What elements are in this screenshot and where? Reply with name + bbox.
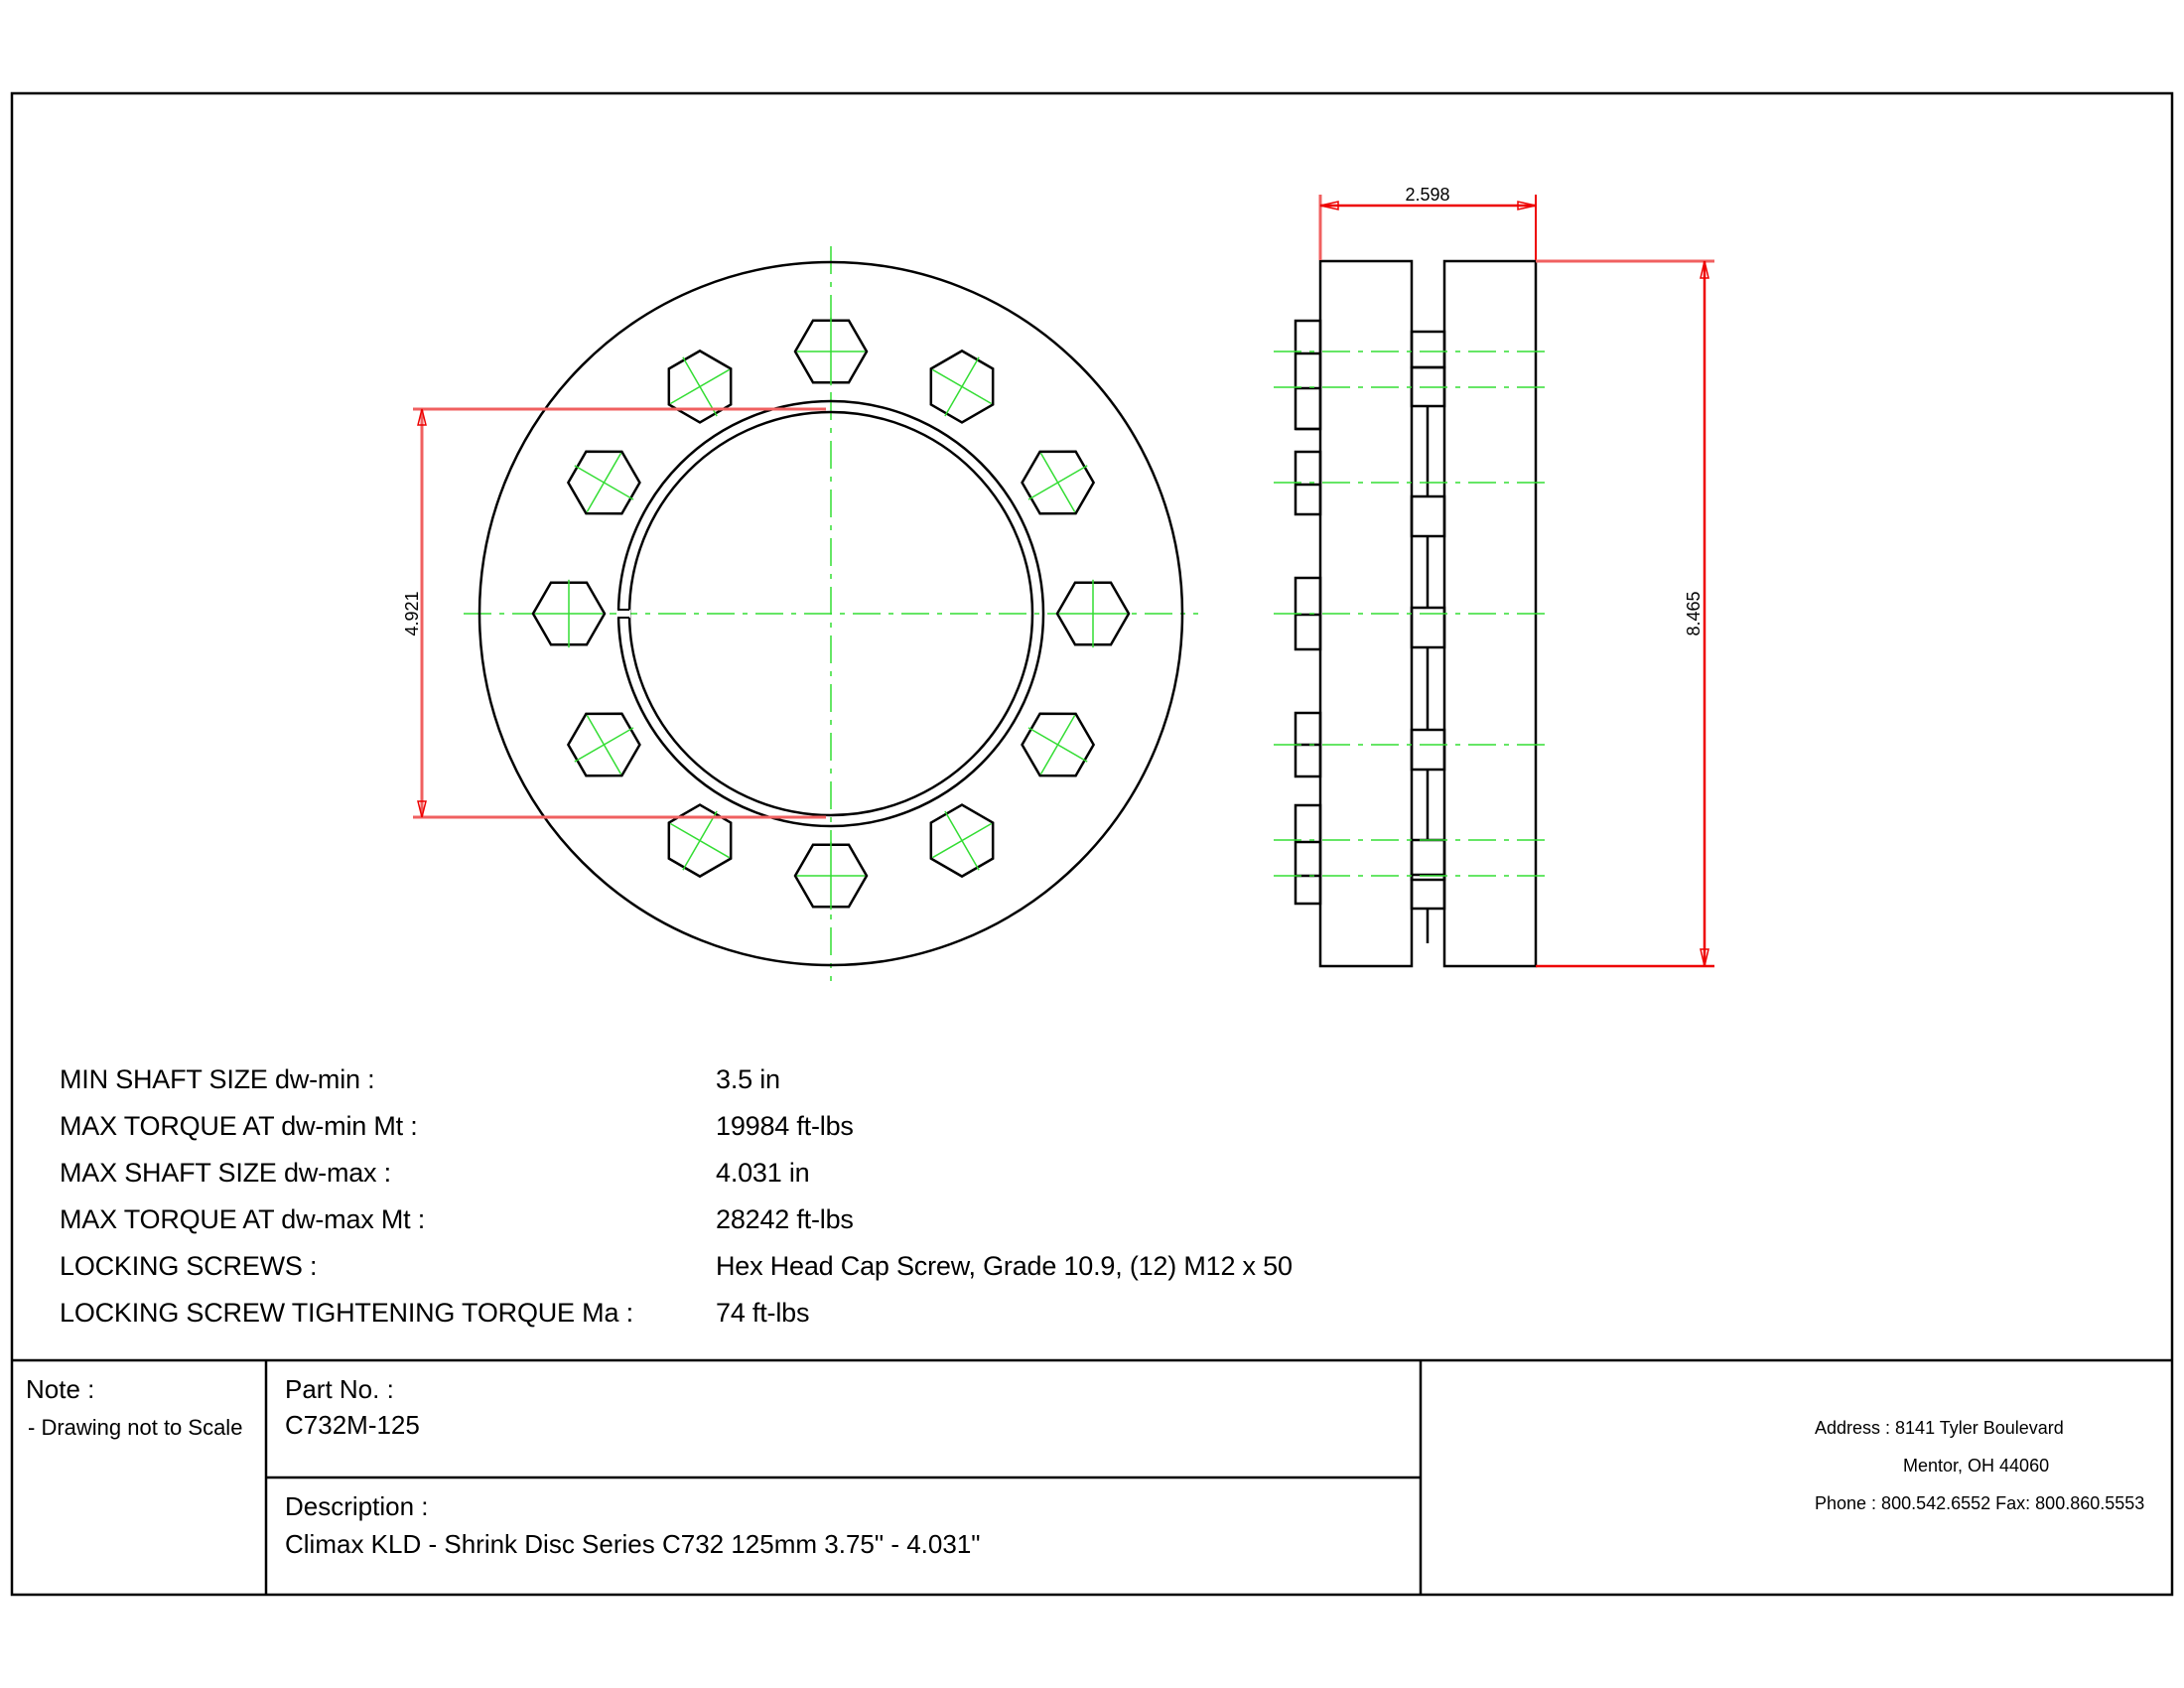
part-number-label: Part No. : [285,1374,394,1404]
spec-label: MAX TORQUE AT dw-min Mt : [60,1111,418,1141]
spec-value: Hex Head Cap Screw, Grade 10.9, (12) M12… [716,1251,1293,1281]
address-line-1: Address : 8141 Tyler Boulevard [1815,1418,2064,1438]
hub-block [1410,494,1446,538]
drawing-frame [10,91,2174,1597]
ring-slit [616,610,630,618]
side-view [1274,259,1551,968]
description-value: Climax KLD - Shrink Disc Series C732 125… [285,1529,981,1559]
hex-screw-head-icon [793,841,869,911]
spec-value: 4.031 in [716,1158,810,1188]
spec-value: 28242 ft-lbs [716,1204,854,1234]
hex-screw-head-icon [667,349,733,424]
spec-label: MAX TORQUE AT dw-max Mt : [60,1204,426,1234]
note-label: Note : [26,1374,95,1404]
hub-block [1410,330,1446,369]
outer-diameter-dimension [1536,259,1714,968]
part-number-value: C732M-125 [285,1410,420,1440]
spec-label: LOCKING SCREW TIGHTENING TORQUE Ma : [60,1298,633,1328]
bore-dimension-label: 4.921 [402,591,422,635]
outer-disc-circle [478,260,1184,967]
bore-dimension [413,407,826,819]
outer-diameter-label: 8.465 [1684,591,1704,635]
hub-block [1410,728,1446,772]
hex-screw-head-icon [531,579,607,648]
hex-screw-head-icon [1021,712,1096,777]
hex-screw-head-icon [667,803,733,879]
screw-head-side [1294,803,1322,906]
description-label: Description : [285,1491,429,1521]
spec-value: 3.5 in [716,1064,780,1094]
locking-screw-heads [531,317,1131,911]
note-value: - Drawing not to Scale [28,1415,243,1440]
spec-value: 74 ft-lbs [716,1298,810,1328]
hex-screw-head-icon [566,712,641,777]
front-view [464,246,1198,981]
spec-label: LOCKING SCREWS : [60,1251,318,1281]
hex-screw-head-icon [566,450,641,515]
side-view-details [1294,319,1446,943]
hex-screw-head-icon [1021,450,1096,515]
spec-value: 19984 ft-lbs [716,1111,854,1141]
contact-line: Phone : 800.542.6552 Fax: 800.860.5553 [1815,1493,2145,1513]
hex-screw-head-icon [929,349,995,424]
spec-label: MIN SHAFT SIZE dw-min : [60,1064,375,1094]
side-view-centerlines [1274,351,1551,877]
hex-screw-head-icon [793,317,869,386]
width-dimension-label: 2.598 [1405,185,1449,205]
hex-screw-head-icon [929,803,995,879]
screw-head-side [1294,319,1322,431]
width-dimension [1318,195,1537,260]
address-line-2: Mentor, OH 44060 [1903,1456,2050,1476]
hex-screw-head-icon [1055,579,1131,648]
spec-label: MAX SHAFT SIZE dw-max : [60,1158,391,1188]
